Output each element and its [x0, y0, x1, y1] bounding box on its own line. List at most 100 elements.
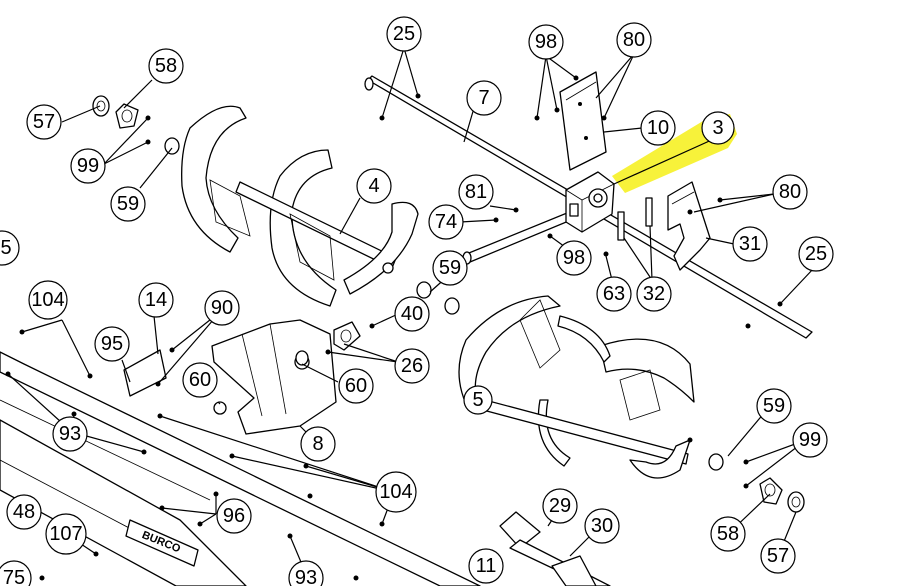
svg-text:10: 10: [647, 117, 669, 139]
svg-text:25: 25: [805, 243, 827, 265]
svg-text:11: 11: [476, 555, 497, 577]
callout-93-left: 93: [52, 416, 88, 452]
flange-58-top: [115, 103, 139, 129]
callout-104-left: 104: [28, 280, 68, 320]
plate-10: [559, 71, 607, 171]
svg-text:8: 8: [312, 433, 323, 455]
callout-14: 14: [138, 282, 174, 318]
svg-text:93: 93: [295, 567, 317, 586]
callout-57-top: 57: [26, 104, 62, 140]
auger-4: [181, 105, 419, 307]
bushing-59-top: [164, 137, 180, 155]
callout-81: 81: [458, 174, 494, 210]
callout-25-top: 25: [386, 16, 422, 52]
callout-58-bottom: 58: [710, 516, 746, 552]
callout-104-bottom: 104: [375, 471, 417, 513]
callout-63: 63: [596, 276, 632, 312]
callout-5: 5: [463, 385, 493, 415]
svg-text:107: 107: [49, 523, 82, 545]
svg-text:75: 75: [3, 567, 25, 586]
callout-59-mid: 59: [432, 250, 468, 286]
auger-5: [458, 295, 695, 479]
callout-5-edge: 5: [0, 230, 20, 266]
callout-48: 48: [6, 494, 42, 530]
svg-text:90: 90: [211, 297, 233, 319]
callout-57-bottom: 57: [760, 538, 796, 574]
belt-parts-29-30: [499, 511, 611, 586]
callout-31: 31: [732, 226, 768, 262]
bearing-57-bottom: [787, 491, 805, 513]
svg-text:58: 58: [717, 523, 739, 545]
bearing-57-top: [92, 95, 110, 117]
svg-text:5: 5: [0, 237, 11, 259]
callout-25-right: 25: [798, 236, 834, 272]
svg-text:30: 30: [591, 515, 613, 537]
svg-text:63: 63: [603, 283, 625, 305]
svg-text:104: 104: [379, 481, 412, 503]
svg-text:99: 99: [77, 155, 99, 177]
svg-text:32: 32: [643, 283, 665, 305]
callout-59-top: 59: [110, 186, 146, 222]
callout-80-top: 80: [616, 22, 652, 58]
svg-text:40: 40: [401, 303, 423, 325]
bushing-59-mid: [416, 281, 460, 315]
callout-60-right: 60: [338, 368, 374, 404]
callout-95: 95: [94, 326, 130, 362]
svg-text:74: 74: [435, 211, 457, 233]
callout-32: 32: [636, 276, 672, 312]
svg-text:29: 29: [549, 495, 571, 517]
callout-7: 7: [466, 80, 502, 116]
svg-text:60: 60: [189, 369, 211, 391]
callout-3: 3: [701, 111, 735, 145]
callout-107: 107: [45, 513, 87, 555]
callout-10: 10: [640, 110, 676, 146]
callout-40: 40: [394, 296, 430, 332]
plate-95: [123, 349, 167, 397]
callout-99-top: 99: [70, 148, 106, 184]
svg-text:4: 4: [368, 175, 379, 197]
bracket-31: [667, 181, 711, 271]
callout-29: 29: [542, 488, 578, 524]
svg-text:59: 59: [117, 193, 139, 215]
svg-text:95: 95: [101, 333, 123, 355]
svg-text:98: 98: [535, 31, 557, 53]
pins-32: [617, 197, 653, 241]
svg-text:58: 58: [155, 55, 177, 77]
bushing-60: [295, 350, 309, 366]
svg-text:14: 14: [145, 289, 167, 311]
callout-60-left: 60: [182, 362, 218, 398]
callout-80-right: 80: [772, 174, 808, 210]
callout-99-bottom: 99: [792, 422, 828, 458]
callout-98-mid: 98: [556, 240, 592, 276]
svg-text:60: 60: [345, 375, 367, 397]
svg-text:3: 3: [712, 117, 723, 139]
svg-text:5: 5: [472, 389, 483, 411]
svg-text:80: 80: [779, 181, 801, 203]
svg-text:81: 81: [465, 181, 487, 203]
callout-74: 74: [428, 204, 464, 240]
callout-93-bottom: 93: [288, 560, 324, 586]
callout-30: 30: [584, 508, 620, 544]
paddle-8: [211, 319, 337, 435]
gearbox-3: [565, 171, 615, 233]
blower-housing: BURCO: [0, 351, 481, 586]
svg-text:59: 59: [763, 395, 785, 417]
callout-11: 11: [468, 548, 504, 584]
svg-text:99: 99: [799, 429, 821, 451]
svg-text:59: 59: [439, 257, 461, 279]
svg-text:80: 80: [623, 29, 645, 51]
callout-26: 26: [394, 348, 430, 384]
callout-8: 8: [300, 426, 336, 462]
svg-text:98: 98: [563, 247, 585, 269]
callout-4: 4: [356, 168, 392, 204]
callout-58-top: 58: [148, 48, 184, 84]
callout-59-bottom: 59: [756, 388, 792, 424]
callout-96: 96: [216, 498, 252, 534]
svg-text:57: 57: [767, 545, 789, 567]
svg-text:25: 25: [393, 23, 415, 45]
callout-90: 90: [204, 290, 240, 326]
callout-75: 75: [0, 560, 32, 586]
bushing-59-bottom: [708, 453, 724, 471]
svg-text:93: 93: [59, 423, 81, 445]
